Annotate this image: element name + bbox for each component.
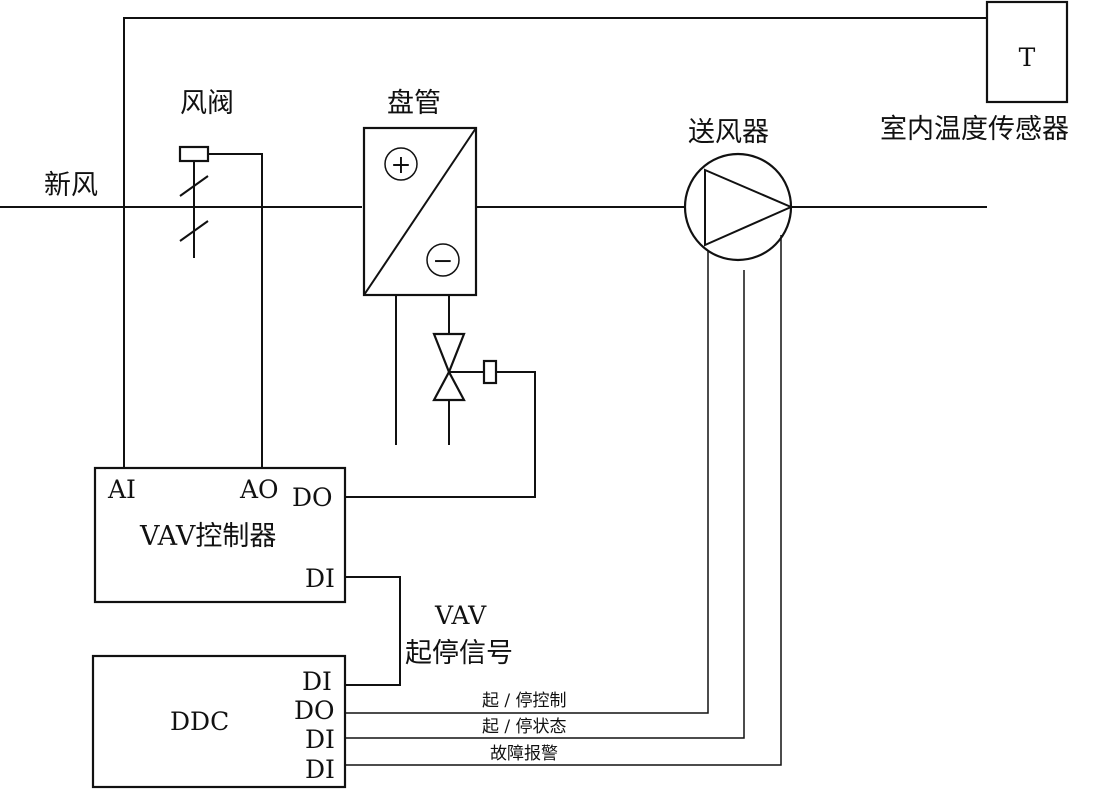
ddc-di-top-terminal: DI — [302, 667, 332, 696]
vav-controller-box — [93, 466, 347, 604]
valve-do-wire — [345, 371, 536, 498]
ddc-box — [91, 654, 347, 789]
coil-heating-circle — [384, 147, 418, 181]
supply-fan-triangle — [704, 168, 794, 247]
supply-fan-circle — [683, 152, 793, 262]
vav-ai-terminal: AI — [107, 475, 136, 504]
fresh-air-label: 新风 — [44, 170, 98, 201]
damper-ao-wire — [208, 153, 263, 468]
damper-actuator — [178, 145, 210, 163]
valve-body-bottom — [432, 369, 466, 402]
coil-cooling-circle — [426, 243, 460, 277]
vav-start-stop-wire — [345, 576, 401, 686]
vav-ao-terminal: AO — [239, 475, 279, 504]
sensor-wire — [123, 17, 987, 468]
start-stop-status-label: 起 / 停状态 — [482, 717, 567, 737]
supply-fan-label: 送风器 — [688, 117, 769, 148]
damper-label: 风阀 — [180, 88, 234, 119]
ddc-di-bottom-terminal: DI — [305, 755, 335, 784]
damper-blade-upper — [179, 175, 209, 197]
damper-blade-lower — [179, 220, 209, 242]
temperature-sensor-box — [985, 0, 1069, 104]
valve-actuator — [482, 359, 498, 385]
vav-signal-label-line2: 起停信号 — [405, 638, 513, 669]
start-stop-control-label: 起 / 停控制 — [482, 691, 567, 711]
ddc-do-terminal: DO — [294, 696, 335, 725]
sensor-label: 室内温度传感器 — [880, 114, 1069, 145]
fan-control-wire — [345, 250, 709, 714]
vav-do-terminal: DO — [292, 483, 333, 512]
ddc-di-mid-terminal: DI — [305, 725, 335, 754]
coil-diagonal — [363, 127, 477, 296]
vav-di-terminal: DI — [305, 564, 335, 593]
vav-controller-label: VAV控制器 — [139, 521, 276, 552]
coil-plus-sign: + — [391, 150, 412, 179]
coil-minus-sign: − — [433, 246, 454, 275]
coil-label: 盘管 — [387, 88, 441, 119]
vav-signal-label-line1: VAV — [434, 601, 487, 630]
sensor-symbol: T — [1019, 43, 1036, 72]
fault-alarm-label: 故障报警 — [490, 744, 558, 764]
fan-alarm-wire — [345, 235, 782, 766]
ddc-label: DDC — [170, 707, 229, 736]
fan-status-wire — [345, 270, 745, 739]
valve-body-top — [432, 332, 466, 375]
